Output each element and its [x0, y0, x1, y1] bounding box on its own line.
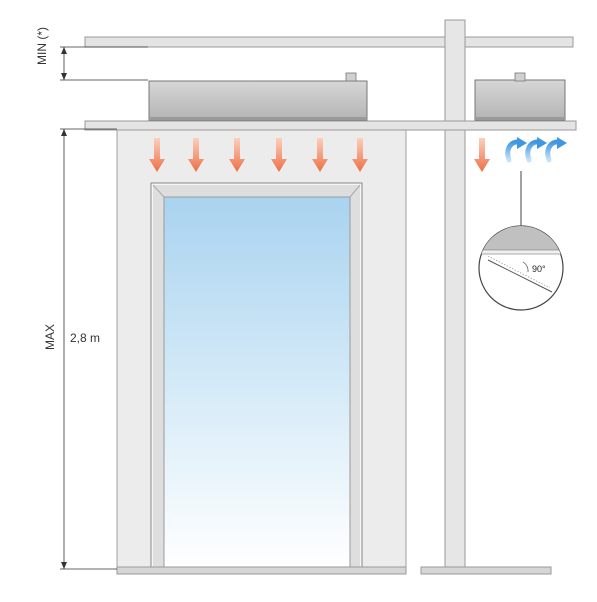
warm-air-arrow [271, 138, 287, 172]
warm-air-arrow-side [474, 138, 490, 172]
floor-slab-left [116, 566, 407, 575]
warm-air-flow [149, 138, 490, 172]
floor-slab-right [420, 566, 552, 575]
door-frame-corner-left [152, 184, 165, 198]
door-frame-corner-right [349, 184, 361, 198]
min-label: MIN (*) [35, 27, 49, 65]
height-value-label: 2,8 m [70, 331, 100, 345]
max-label: MAX [43, 324, 57, 350]
installation-angle-detail [478, 225, 564, 311]
false-ceiling [84, 120, 577, 131]
angle-label: 90° [532, 264, 546, 274]
cool-air-heads [517, 137, 567, 149]
upper-ceiling-slab [84, 36, 574, 48]
warm-air-arrow [312, 138, 328, 172]
door-glass [163, 196, 351, 568]
air-curtain-unit-front [148, 72, 368, 121]
side-column [444, 19, 466, 570]
max-dimension [60, 128, 117, 570]
warm-air-arrow [229, 138, 245, 172]
warm-air-arrow [149, 138, 165, 172]
cool-air-flow [505, 139, 565, 163]
warm-air-arrow [188, 138, 204, 172]
warm-air-arrow [352, 138, 368, 172]
min-dimension [60, 46, 148, 81]
air-curtain-unit-side [474, 72, 566, 121]
